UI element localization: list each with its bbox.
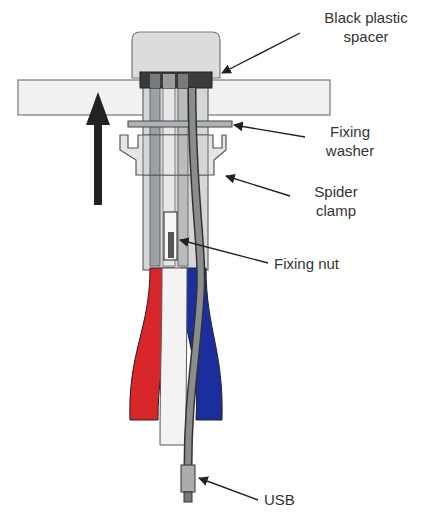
leader-line	[222, 33, 300, 73]
leader-line	[199, 478, 258, 500]
push-up-arrow	[86, 92, 110, 205]
part-label: Fixing nut	[274, 254, 374, 273]
spider-clamp	[120, 135, 226, 175]
tap-base	[132, 32, 220, 78]
fixing-nut	[164, 212, 177, 260]
leader-line	[226, 176, 290, 196]
usb-cable	[188, 88, 201, 466]
black-plastic-spacer	[140, 72, 212, 88]
leader-line	[180, 240, 268, 263]
part-label: Black plastic spacer	[306, 8, 426, 46]
fixing-washer	[128, 121, 232, 127]
part-label: USB	[264, 490, 314, 509]
usb-connector	[181, 465, 195, 492]
leader-line	[234, 125, 305, 137]
part-label: Spider clamp	[296, 182, 376, 220]
part-label: Fixing washer	[310, 122, 390, 160]
mixed-hose	[160, 268, 187, 445]
